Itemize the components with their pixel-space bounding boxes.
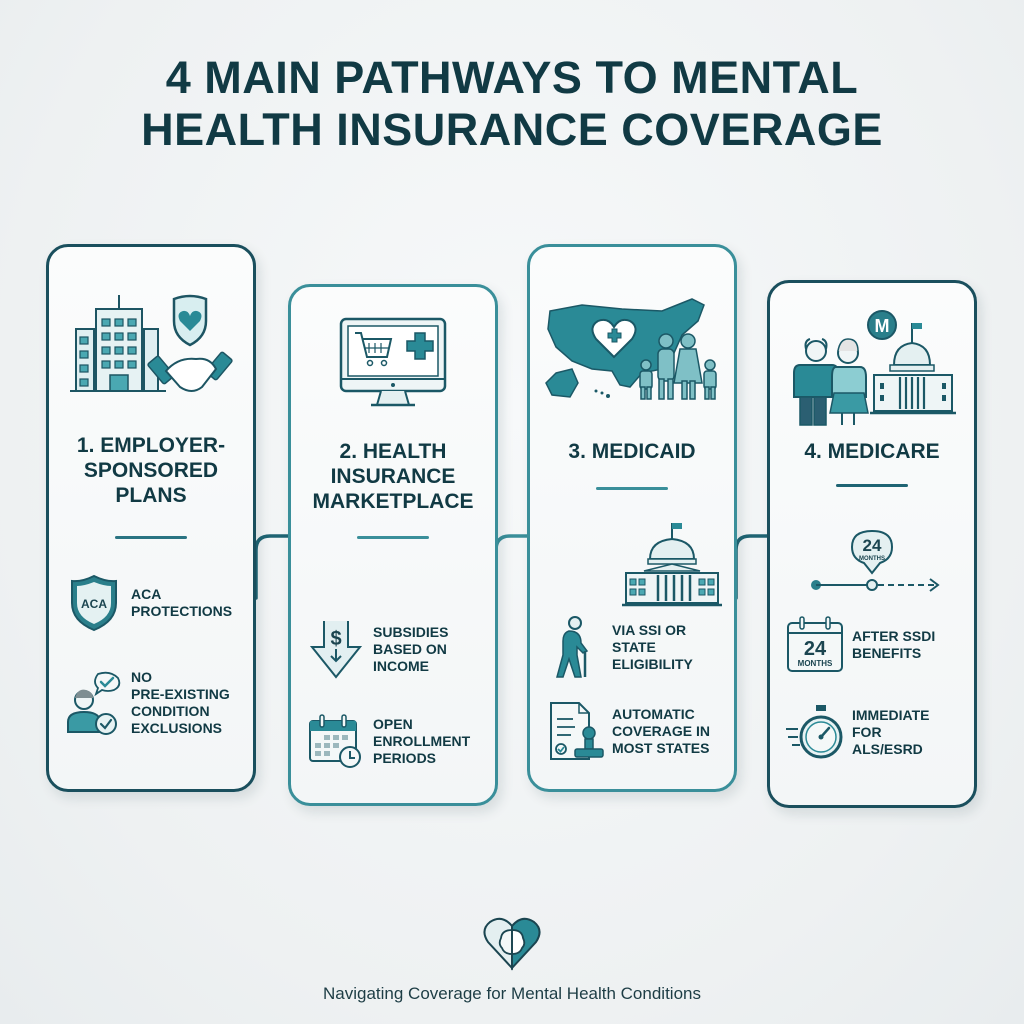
svg-text:MONTHS: MONTHS: [859, 556, 885, 562]
feature-aca-protections: ACA ACA PROTECTIONS: [63, 573, 245, 633]
feature-text: INCOME: [373, 657, 429, 674]
pathway-card-medicaid: 3. MEDICAID VIA SSI OR STATE ELIGIBI: [527, 244, 737, 792]
title-line: 2. HEALTH: [339, 440, 447, 463]
feature-text: ENROLLMENT: [373, 732, 471, 749]
document-stamp-icon: [544, 699, 606, 763]
feature-ssi-eligibility: VIA SSI OR STATE ELIGIBILITY: [544, 615, 726, 679]
page-title: 4 MAIN PATHWAYS TO MENTAL HEALTH INSURAN…: [0, 52, 1024, 156]
title-line: PLANS: [115, 484, 187, 507]
title-line: INSURANCE: [330, 465, 456, 488]
svg-text:24: 24: [863, 536, 882, 555]
calendar-24-months-icon: 24 MONTHS: [784, 615, 846, 675]
feature-text: AUTOMATIC: [612, 705, 695, 722]
capitol-building-icon: [570, 519, 774, 611]
pathway-title: 1. EMPLOYER- SPONSORED PLANS: [49, 433, 253, 508]
dollar-down-arrow-icon: $: [305, 617, 367, 681]
feature-text: PROTECTIONS: [131, 603, 233, 619]
feature-text: SUBSIDIES: [373, 623, 449, 640]
divider: [115, 536, 187, 539]
feature-automatic-coverage: AUTOMATIC COVERAGE IN MOST STATES: [544, 699, 726, 763]
feature-text: PERIODS: [373, 749, 437, 766]
divider: [357, 536, 429, 539]
person-checkmark-chat-icon: [63, 670, 125, 736]
pathway-card-employer: 1. EMPLOYER- SPONSORED PLANS ACA ACA PRO…: [46, 244, 256, 792]
feature-text: NO: [131, 669, 152, 685]
divider: [836, 484, 908, 487]
title-line: MARKETPLACE: [312, 490, 474, 513]
feature-text: ACA: [131, 586, 162, 602]
medicare-badge: M: [875, 316, 890, 336]
feature-text: AFTER SSDI: [852, 628, 936, 644]
feature-text: ALS/ESRD: [852, 740, 923, 757]
us-map-heart-family-icon: [530, 291, 734, 411]
calendar-clock-icon: [305, 711, 367, 771]
feature-text: OPEN: [373, 715, 413, 732]
feature-text: PRE-EXISTING: [131, 686, 230, 702]
svg-text:$: $: [330, 628, 341, 650]
feature-text: EXCLUSIONS: [131, 720, 223, 736]
feature-text: ELIGIBILITY: [612, 655, 693, 672]
feature-no-pre-existing: NO PRE-EXISTING CONDITION EXCLUSIONS: [63, 669, 245, 737]
pathway-card-medicare: M 4. MEDICARE 24 M: [767, 280, 977, 808]
office-building-handshake-shield-heart-icon: [49, 291, 253, 406]
feature-text: STATE: [612, 638, 656, 655]
elderly-person-cane-icon: [544, 615, 606, 679]
feature-immediate-als-esrd: IMMEDIATE FOR ALS/ESRD: [784, 701, 966, 763]
monitor-cart-medical-cross-icon: [291, 315, 495, 411]
feature-text: BASED ON: [373, 640, 447, 657]
title-line: SPONSORED: [83, 459, 219, 482]
title-line-1: 4 MAIN PATHWAYS TO MENTAL: [165, 52, 859, 103]
feature-text: BENEFITS: [852, 645, 922, 661]
feature-open-enrollment: OPEN ENROLLMENT PERIODS: [305, 711, 487, 771]
aca-shield-icon: ACA: [63, 573, 125, 633]
pathway-title: 2. HEALTH INSURANCE MARKETPLACE: [291, 439, 495, 514]
divider: [596, 487, 668, 490]
feature-text: VIA SSI OR: [612, 621, 687, 638]
feature-text: MOST STATES: [612, 739, 710, 756]
feature-text: IMMEDIATE: [852, 706, 930, 723]
pathway-title: 4. MEDICARE: [770, 439, 974, 464]
pathway-card-marketplace: 2. HEALTH INSURANCE MARKETPLACE $ SUBSID…: [288, 284, 498, 806]
pathway-title: 3. MEDICAID: [530, 439, 734, 464]
feature-text: FOR: [852, 723, 882, 740]
feature-text: COVERAGE IN: [612, 722, 711, 739]
svg-text:MONTHS: MONTHS: [798, 659, 833, 668]
title-line: 1. EMPLOYER-: [76, 434, 226, 457]
timeline-24-months-icon: 24 MONTHS: [770, 523, 974, 603]
feature-subsidies: $ SUBSIDIES BASED ON INCOME: [305, 617, 487, 681]
svg-text:ACA: ACA: [81, 597, 107, 611]
elderly-couple-capitol-icon: M: [770, 303, 974, 433]
footer-caption: Navigating Coverage for Mental Health Co…: [323, 984, 701, 1003]
title-line: 3. MEDICAID: [568, 440, 696, 463]
heart-brain-icon: [482, 914, 542, 977]
stopwatch-icon: [784, 701, 846, 763]
title-line: 4. MEDICARE: [804, 440, 940, 463]
feature-after-ssdi: 24 MONTHS AFTER SSDI BENEFITS: [784, 615, 966, 675]
title-line-2: HEALTH INSURANCE COVERAGE: [141, 104, 883, 155]
feature-text: CONDITION: [131, 703, 210, 719]
svg-text:24: 24: [804, 638, 827, 660]
